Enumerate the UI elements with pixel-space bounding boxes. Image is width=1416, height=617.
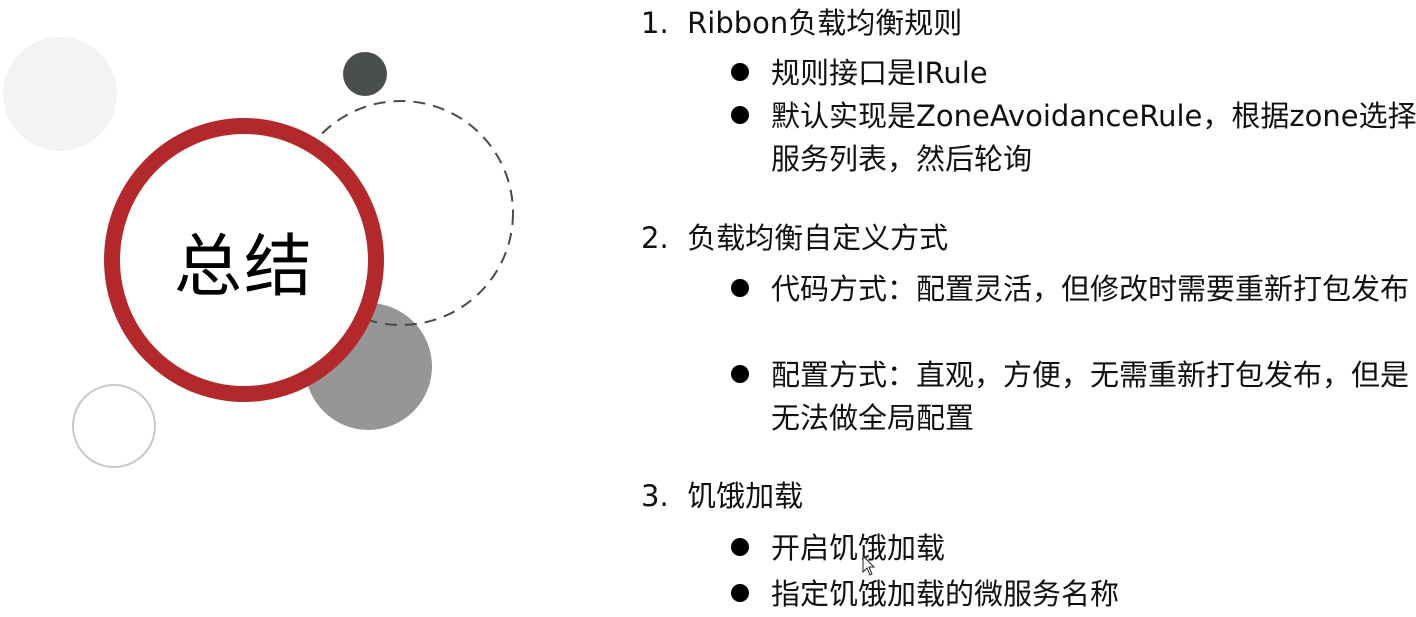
list-item: 代码方式：配置灵活，但修改时需要重新打包发布 <box>731 268 1413 311</box>
decorative-light-circle <box>3 37 117 151</box>
section-title: Ribbon负载均衡规则 <box>687 6 963 40</box>
section-title: 负载均衡自定义方式 <box>687 221 949 255</box>
list-item: 指定饥饿加载的微服务名称 <box>731 573 1413 616</box>
list-item: 默认实现是ZoneAvoidanceRule，根据zone选择服务列表，然后轮询 <box>731 95 1416 181</box>
section-title: 饥饿加载 <box>687 479 804 513</box>
mouse-cursor-icon <box>862 555 876 576</box>
decorative-outline-circle <box>72 384 156 468</box>
section-number: 3. <box>641 479 669 513</box>
section-number: 2. <box>641 221 669 255</box>
bullet-icon <box>731 63 749 81</box>
list-item: 规则接口是IRule <box>731 52 1413 95</box>
list-item: 开启饥饿加载 <box>731 527 1413 570</box>
bullet-icon <box>731 584 749 602</box>
bullet-icon <box>731 538 749 556</box>
section-2-heading: 2. 负载均衡自定义方式 <box>641 215 948 257</box>
section-number: 1. <box>641 6 669 40</box>
slide-title: 总结 <box>173 227 314 307</box>
section-3-heading: 3. 饥饿加载 <box>641 473 803 515</box>
section-1-heading: 1. Ribbon负载均衡规则 <box>641 0 962 42</box>
bullet-icon <box>731 279 749 297</box>
decorative-dark-circle <box>343 52 387 96</box>
list-item: 配置方式：直观，方便，无需重新打包发布，但是无法做全局配置 <box>731 354 1413 440</box>
bullet-icon <box>731 106 749 124</box>
bullet-icon <box>731 365 749 383</box>
